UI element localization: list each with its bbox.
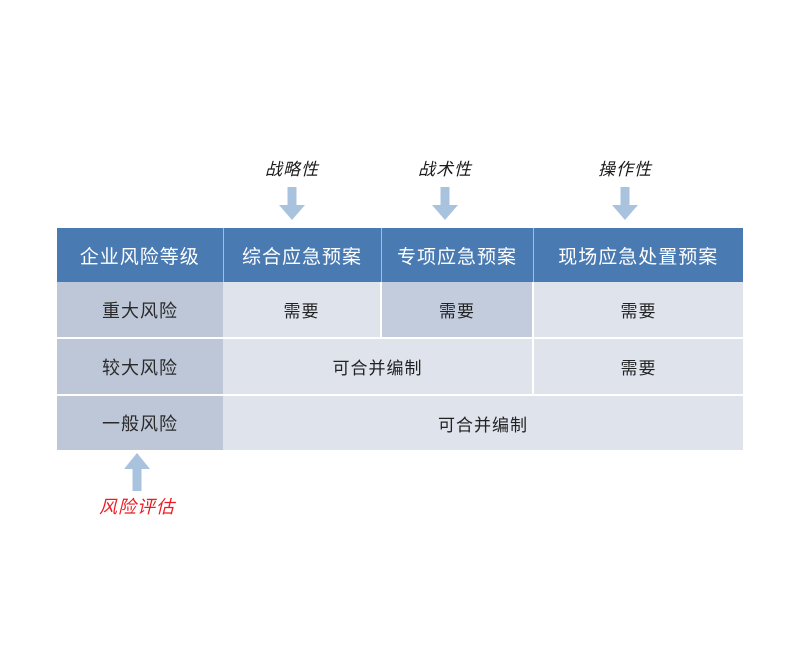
callout-tactical-label: 战术性 — [418, 160, 472, 180]
callout-operational-label: 操作性 — [598, 160, 652, 180]
cell-large-merged-plan: 可合并编制 — [223, 338, 534, 396]
callout-tactical: 战术性 — [375, 160, 515, 225]
callout-risk-assessment-label: 风险评估 — [99, 497, 175, 518]
cell-major-special: 需要 — [381, 282, 534, 339]
callout-strategic: 战略性 — [222, 160, 362, 225]
arrow-down-icon — [612, 187, 638, 220]
arrow-down-icon — [432, 187, 458, 220]
table-row: 较大风险 可合并编制 需要 — [57, 338, 743, 396]
table-row: 一般风险 可合并编制 — [57, 395, 743, 450]
cell-major-onsite: 需要 — [533, 282, 743, 339]
callout-operational: 操作性 — [555, 160, 695, 225]
arrow-up-icon — [124, 453, 150, 491]
table-header-row: 企业风险等级 综合应急预案 专项应急预案 现场应急处置预案 — [57, 228, 743, 282]
cell-major-comprehensive: 需要 — [223, 282, 382, 339]
callout-risk-assessment: 风险评估 — [72, 452, 202, 518]
row-header-major-risk: 重大风险 — [57, 282, 223, 339]
arrow-down-icon — [279, 187, 305, 220]
cell-large-onsite: 需要 — [533, 338, 743, 396]
risk-plan-matrix-table: 企业风险等级 综合应急预案 专项应急预案 现场应急处置预案 重大风险 需要 需要… — [57, 228, 743, 450]
column-header-special-plan: 专项应急预案 — [381, 228, 534, 282]
column-header-risk-level: 企业风险等级 — [57, 228, 224, 282]
table-row: 重大风险 需要 需要 需要 — [57, 282, 743, 339]
cell-general-merged-plan: 可合并编制 — [223, 395, 743, 450]
column-header-comprehensive-plan: 综合应急预案 — [223, 228, 382, 282]
row-header-general-risk: 一般风险 — [57, 395, 223, 450]
column-header-onsite-plan: 现场应急处置预案 — [533, 228, 743, 282]
callout-strategic-label: 战略性 — [265, 160, 319, 180]
row-header-large-risk: 较大风险 — [57, 338, 223, 396]
